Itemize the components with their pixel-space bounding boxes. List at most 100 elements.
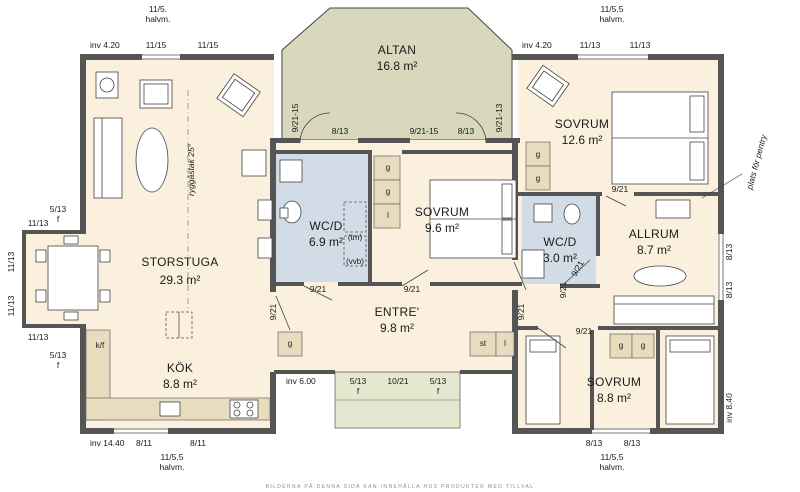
dim-altan-d-right: 9/21-13 [494, 103, 504, 132]
dim-left-11-13-c: 11/13 [28, 218, 49, 228]
dim-top-right-window: 11/5.5 [600, 4, 623, 14]
room-name-sovrum-1: SOVRUM [555, 117, 609, 131]
windows [22, 54, 724, 434]
dim-door-9-21-f: 9/21 [612, 184, 629, 194]
room-wc-2: WC/D 3.0 m² [543, 235, 577, 265]
dim-top-left-window-type: halvm. [145, 14, 170, 24]
dim-door-8-13-b: 8/13 [458, 126, 475, 136]
label-plats-for-pentry: plats för pentry [744, 133, 769, 192]
dim-inv-top-left: inv 4.20 [90, 40, 120, 50]
room-area-altan: 16.8 m² [377, 59, 418, 73]
label-vvb: (vvb) [346, 257, 364, 266]
dim-right-8-13-b: 8/13 [724, 281, 734, 298]
room-area-wc-2: 3.0 m² [543, 251, 577, 265]
room-allrum: ALLRUM 8.7 m² [629, 227, 679, 257]
dim-inv-right: inv 8.40 [724, 393, 734, 423]
dim-entry-f-a: f [357, 386, 360, 396]
label-g-1: g [386, 163, 390, 172]
room-area-wc-1: 6.9 m² [309, 235, 343, 249]
dim-top-d3: 11/13 [580, 40, 601, 50]
dim-left-f-a: f [57, 214, 60, 224]
dim-altan-d-left: 9/21-15 [290, 103, 300, 132]
room-area-kok: 8.8 m² [163, 377, 197, 391]
label-l-2: l [504, 339, 506, 348]
room-name-sovrum-2: SOVRUM [415, 205, 469, 219]
floor-altan [281, 7, 513, 141]
dim-right-8-13-a: 8/13 [724, 243, 734, 260]
dim-inv-bottom-left: inv 14.40 [90, 438, 125, 448]
dim-left-11-13-a: 11/13 [6, 251, 16, 272]
dim-left-f-b: f [57, 360, 60, 370]
label-g-7: g [288, 339, 292, 348]
room-name-altan: ALTAN [378, 43, 416, 57]
dim-door-9-21-a: 9/21 [310, 284, 327, 294]
label-g-4: g [536, 174, 540, 183]
dim-bottom-8-13-a: 8/13 [586, 438, 603, 448]
dim-door-9-21-h: 9/21 [558, 281, 568, 298]
footer-disclaimer: BILDERNA PÅ DENNA SIDA KAN INNEHÅLLA HUS… [266, 483, 535, 490]
room-sovrum-3: SOVRUM 8.8 m² [587, 375, 641, 405]
room-kok: KÖK 8.8 m² [163, 361, 197, 391]
dim-entry-5-13-b: 5/13 [430, 376, 447, 386]
room-area-sovrum-2: 9.6 m² [425, 221, 459, 235]
label-l-1: l [387, 211, 389, 220]
room-area-allrum: 8.7 m² [637, 243, 671, 257]
room-name-storstuga: STORSTUGA [141, 255, 218, 269]
dim-top-left-window: 11/5. [149, 4, 167, 14]
dim-door-9-21-b: 9/21 [404, 284, 421, 294]
label-g-2: g [386, 187, 390, 196]
label-st: st [480, 339, 487, 348]
dimensions: 11/5. halvm. 11/5.5 halvm. inv 4.20 11/1… [6, 4, 734, 472]
dim-bottom-8-11-a: 8/11 [136, 438, 152, 448]
dim-top-right-window-type: halvm. [599, 14, 624, 24]
dim-top-d2: 11/15 [198, 40, 219, 50]
room-name-kok: KÖK [167, 361, 193, 375]
room-entre: ENTRE' 9.8 m² [375, 305, 420, 335]
dim-door-9-21-d: 9/21 [516, 303, 526, 320]
label-g-5: g [619, 341, 623, 350]
dim-bottom-left-window-type: halvm. [159, 462, 184, 472]
room-altan: ALTAN 16.8 m² [377, 43, 418, 73]
dim-left-11-13-d: 11/13 [28, 332, 49, 342]
dim-bottom-right-window-type: halvm. [599, 462, 624, 472]
dim-bottom-8-11-b: 8/11 [190, 438, 206, 448]
pentry-leader [701, 173, 743, 199]
room-name-allrum: ALLRUM [629, 227, 679, 241]
dim-inv-top-right: inv 4.20 [522, 40, 552, 50]
dim-left-5-13-b: 5/13 [50, 350, 67, 360]
label-g-6: g [641, 341, 645, 350]
room-name-entre: ENTRE' [375, 305, 420, 319]
room-area-storstuga: 29.3 m² [160, 273, 201, 287]
room-storstuga: STORSTUGA 29.3 m² [141, 255, 218, 287]
dim-top-d4: 11/13 [630, 40, 651, 50]
room-name-wc-2: WC/D [543, 235, 576, 249]
label-tm: (tm) [348, 233, 363, 242]
dim-entry-5-13-a: 5/13 [350, 376, 367, 386]
dim-inv-6-00: inv 6.00 [286, 376, 316, 386]
dim-door-9-21-15: 9/21-15 [410, 126, 439, 136]
dim-door-9-21-g: 9/21 [576, 326, 593, 336]
room-name-sovrum-3: SOVRUM [587, 375, 641, 389]
dim-entry-f-b: f [437, 386, 440, 396]
room-sovrum-2: SOVRUM 9.6 m² [415, 205, 469, 235]
room-area-sovrum-3: 8.8 m² [597, 391, 631, 405]
room-name-wc-1: WC/D [309, 219, 342, 233]
room-area-sovrum-1: 12.6 m² [562, 133, 603, 147]
room-sovrum-1: SOVRUM 12.6 m² [555, 117, 609, 147]
room-area-entre: 9.8 m² [380, 321, 414, 335]
furniture [35, 64, 715, 425]
dim-door-8-13-a: 8/13 [332, 126, 349, 136]
dim-top-d1: 11/15 [146, 40, 167, 50]
walls [22, 54, 724, 434]
label-ryggasstak: ryggåstak 25° [186, 143, 196, 196]
dim-bottom-left-window: 11/5.5 [160, 452, 183, 462]
label-g-3: g [536, 150, 540, 159]
dim-bottom-right-window: 11/5.5 [600, 452, 623, 462]
dim-door-9-21-c: 9/21 [268, 303, 278, 320]
dim-left-11-13-b: 11/13 [6, 295, 16, 316]
dim-entry-10-21: 10/21 [387, 376, 409, 386]
dim-left-5-13-a: 5/13 [50, 204, 67, 214]
label-kf: k/f [96, 341, 105, 350]
dim-bottom-8-13-b: 8/13 [624, 438, 641, 448]
